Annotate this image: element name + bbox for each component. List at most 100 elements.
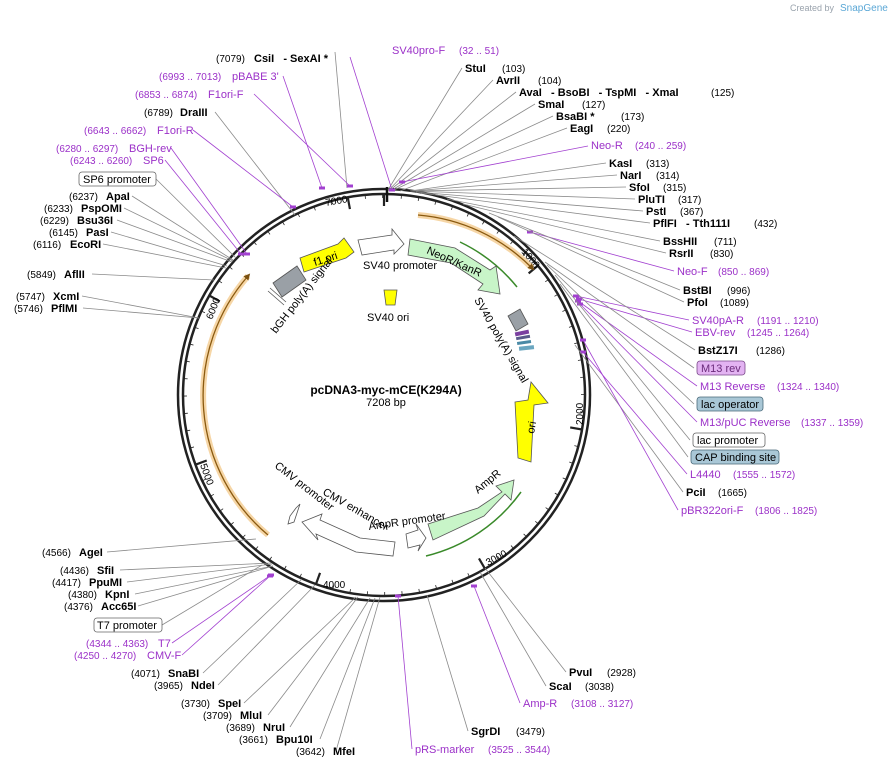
label-t7[interactable]: (4344 .. 4363)T7 xyxy=(86,638,171,650)
label-aflii[interactable]: (5849)AflII xyxy=(27,269,85,281)
leader-line xyxy=(319,597,376,740)
leader-line xyxy=(544,261,695,369)
svg-text:PpuMI: PpuMI xyxy=(89,577,122,589)
label-pbabe3[interactable]: (6993 .. 7013)pBABE 3' xyxy=(159,71,279,83)
label-ndei[interactable]: (3965)NdeI xyxy=(154,680,215,692)
label-sexai[interactable]: (7079)CsiI - SexAI * xyxy=(216,53,329,65)
svg-text:(3709): (3709) xyxy=(203,711,232,722)
leader-line xyxy=(116,219,233,263)
label-acc65i[interactable]: (4376) Acc65I xyxy=(64,601,136,613)
label-bsabi[interactable]: BsaBI *(173) xyxy=(556,111,644,123)
label-psti[interactable]: PstI(367) xyxy=(646,206,703,218)
minor-tick xyxy=(189,343,194,346)
svg-text:BssHII: BssHII xyxy=(663,236,697,248)
label-ebv-rev[interactable]: EBV-rev(1245 .. 1264) xyxy=(695,327,809,339)
label-nari[interactable]: NarI(314) xyxy=(620,170,679,182)
label-spei[interactable]: (3730)SpeI xyxy=(181,698,241,710)
svg-text:SgrDI: SgrDI xyxy=(471,726,500,738)
label-pflmi[interactable]: (5746)PflMI xyxy=(14,303,77,315)
minor-tick xyxy=(496,230,500,234)
svg-text:EBV-rev: EBV-rev xyxy=(695,327,736,339)
primer-site-marker xyxy=(573,294,579,298)
label-l4440[interactable]: L4440(1555 .. 1572) xyxy=(690,469,795,481)
label-pfoi[interactable]: PfoI(1089) xyxy=(687,297,749,309)
leader-line xyxy=(164,159,242,255)
label-pvui[interactable]: PvuI(2928) xyxy=(569,667,636,679)
label-xmai[interactable]: AvaI - BsoBI - TspMI - XmaI(125) xyxy=(519,87,734,99)
label-apai[interactable]: (6237)ApaI xyxy=(69,191,130,203)
svg-text:PluTI: PluTI xyxy=(638,194,665,206)
label-f1ori-f[interactable]: (6853 .. 6874)F1ori-F xyxy=(135,89,244,101)
label-bsu36i[interactable]: (6229)Bsu36I xyxy=(40,215,113,227)
label-kpni[interactable]: (4380)KpnI xyxy=(68,589,129,601)
svg-text:Acc65I: Acc65I xyxy=(101,601,136,613)
label-m13-puc-reverse[interactable]: M13/pUC Reverse(1337 .. 1359) xyxy=(700,417,863,429)
leader-line xyxy=(202,578,303,674)
label-sp6-promoter[interactable]: SP6 promoter xyxy=(78,171,157,187)
label-sp6[interactable]: (6243 .. 6260)SP6 xyxy=(70,155,164,167)
label-psppomi[interactable]: (6233)PspOMI xyxy=(44,203,122,215)
label-scai[interactable]: ScaI(3038) xyxy=(549,681,614,693)
svg-text:(315): (315) xyxy=(663,183,686,194)
leader-line xyxy=(349,56,393,191)
svg-text:(4376): (4376) xyxy=(64,602,93,613)
label-pluti[interactable]: PluTI(317) xyxy=(638,194,701,206)
label-f1ori-r[interactable]: (6643 .. 6662)F1ori-R xyxy=(84,125,194,137)
label-sv40pa-r[interactable]: SV40pA-R(1191 .. 1210) xyxy=(692,315,819,327)
label-lac-promoter[interactable]: lac promoter xyxy=(692,432,766,448)
label-neo-r[interactable]: Neo-R(240 .. 259) xyxy=(591,140,686,152)
leader-line xyxy=(106,538,257,553)
label-avrii[interactable]: AvrII(104) xyxy=(496,75,561,87)
leader-line xyxy=(409,162,607,192)
label-agei[interactable]: (4566)AgeI xyxy=(42,547,103,559)
minor-tick xyxy=(467,573,470,578)
svg-text:(125): (125) xyxy=(711,88,734,99)
leader-line xyxy=(426,594,469,732)
label-kasi[interactable]: KasI(313) xyxy=(609,158,669,170)
label-neo-f[interactable]: Neo-F(850 .. 869) xyxy=(677,266,769,278)
minor-tick xyxy=(562,477,567,480)
label-mfei[interactable]: (3642)MfeI xyxy=(296,746,355,758)
label-smai[interactable]: SmaI(127) xyxy=(538,99,605,111)
label-pbr322ori-f[interactable]: pBR322ori-F(1806 .. 1825) xyxy=(681,505,817,517)
label-snabi[interactable]: (4071)SnaBI xyxy=(131,668,199,680)
label-amp-r[interactable]: Amp-R(3108 .. 3127) xyxy=(523,698,633,710)
label-bpu10i[interactable]: (3661)Bpu10I xyxy=(239,734,313,746)
label-cap-binding-site[interactable]: CAP binding site xyxy=(690,449,780,465)
cmv-promoter-arrow xyxy=(287,503,301,525)
label-eagi[interactable]: EagI(220) xyxy=(570,123,630,135)
label-bstz17i[interactable]: BstZ17I(1286) xyxy=(698,345,785,357)
label-stui[interactable]: StuI(103) xyxy=(465,63,525,75)
svg-text:Neo-R: Neo-R xyxy=(591,140,623,152)
label-tth111i[interactable]: PflFI - Tth111I(432) xyxy=(653,218,777,230)
label-m13-reverse[interactable]: M13 Reverse(1324 .. 1340) xyxy=(700,381,839,393)
label-draiii[interactable]: (6789)DraIII xyxy=(144,107,208,119)
label-prs-marker[interactable]: pRS-marker(3525 .. 3544) xyxy=(415,744,550,756)
label-bsshii[interactable]: BssHII(711) xyxy=(663,236,737,248)
label-sv40pro-f[interactable]: SV40pro-F(32 .. 51) xyxy=(392,45,499,57)
leader-line xyxy=(529,231,675,272)
label-nrui[interactable]: (3689)NruI xyxy=(226,722,285,734)
svg-text:(6145): (6145) xyxy=(49,228,78,239)
label-ecori[interactable]: (6116)EcoRI xyxy=(33,239,101,251)
label-xcmi[interactable]: (5747)XcmI xyxy=(16,291,79,303)
label-t7-promoter[interactable]: T7 promoter xyxy=(93,617,163,633)
label-lac-operator[interactable]: lac operator xyxy=(696,396,764,412)
svg-text:(5849): (5849) xyxy=(27,270,56,281)
label-mlui[interactable]: (3709)MluI xyxy=(203,710,262,722)
svg-text:CsiI - SexAI *: CsiI - SexAI * xyxy=(254,53,329,65)
tick-marks xyxy=(183,194,586,597)
label-sfoi[interactable]: SfoI(315) xyxy=(629,182,686,194)
label-m13-rev[interactable]: M13 rev xyxy=(696,360,746,376)
major-tick xyxy=(195,459,208,466)
major-tick xyxy=(570,426,583,431)
label-sfii[interactable]: (4436)SfiI xyxy=(60,565,114,577)
label-pasi[interactable]: (6145)PasI xyxy=(49,227,109,239)
label-pcii[interactable]: PciI(1665) xyxy=(686,487,747,499)
label-cmv-f[interactable]: (4250 .. 4270)CMV-F xyxy=(74,650,182,662)
label-rsrii[interactable]: RsrII(830) xyxy=(669,248,733,260)
label-bgh-rev[interactable]: (6280 .. 6297)BGH-rev xyxy=(56,143,172,155)
label-ppumi[interactable]: (4417)PpuMI xyxy=(52,577,122,589)
label-bstbi[interactable]: BstBI(996) xyxy=(683,285,750,297)
label-sgrdi[interactable]: SgrDI(3479) xyxy=(471,726,545,738)
